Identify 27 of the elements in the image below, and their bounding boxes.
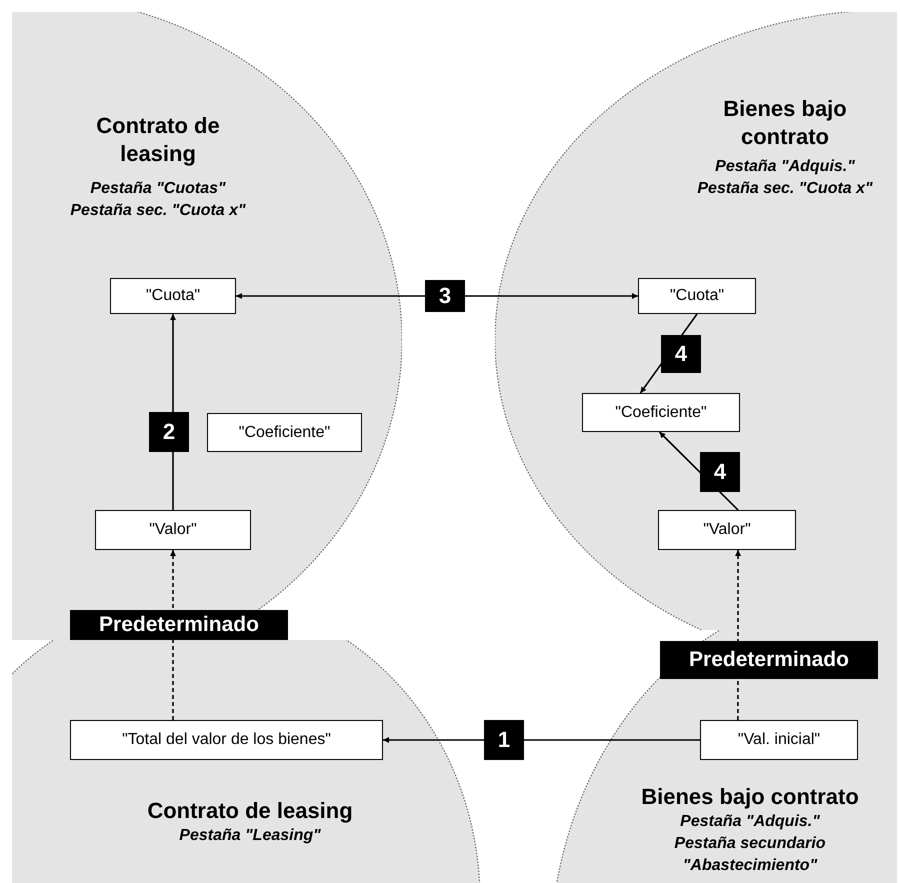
field-box: "Cuota": [110, 278, 236, 314]
double-arrow: [236, 293, 638, 299]
step-number: 2: [149, 412, 189, 452]
field-box: "Valor": [95, 510, 251, 550]
edge-label: Predeterminado: [660, 641, 878, 679]
tab-label: Pestaña "Adquis.": [679, 812, 821, 832]
tab-label: Pestaña "Adquis.": [714, 157, 856, 177]
tab-label: Pestaña secundario "Abastecimiento": [673, 834, 827, 876]
region-title: Bienes bajo contrato: [640, 783, 860, 811]
tab-label: Pestaña "Cuotas": [89, 179, 227, 199]
step-number: 3: [425, 280, 465, 312]
region-title: Contrato de leasing: [146, 797, 354, 825]
field-box: "Coeficiente": [582, 393, 740, 432]
field-box: "Coeficiente": [207, 413, 362, 452]
tab-label: Pestaña sec. "Cuota x": [696, 179, 874, 199]
step-number: 1: [484, 720, 524, 760]
tab-label: Pestaña sec. "Cuota x": [69, 201, 247, 221]
step-number: 4: [661, 335, 701, 373]
edge-label: Predeterminado: [70, 610, 288, 640]
step-number: 4: [700, 452, 740, 492]
field-box: "Valor": [658, 510, 796, 550]
region-title: Bienes bajo contrato: [722, 95, 848, 151]
field-box: "Val. inicial": [700, 720, 858, 760]
field-box: "Total del valor de los bienes": [70, 720, 383, 760]
tab-label: Pestaña "Leasing": [178, 826, 322, 846]
region-title: Contrato de leasing: [95, 112, 221, 168]
field-box: "Cuota": [638, 278, 756, 314]
